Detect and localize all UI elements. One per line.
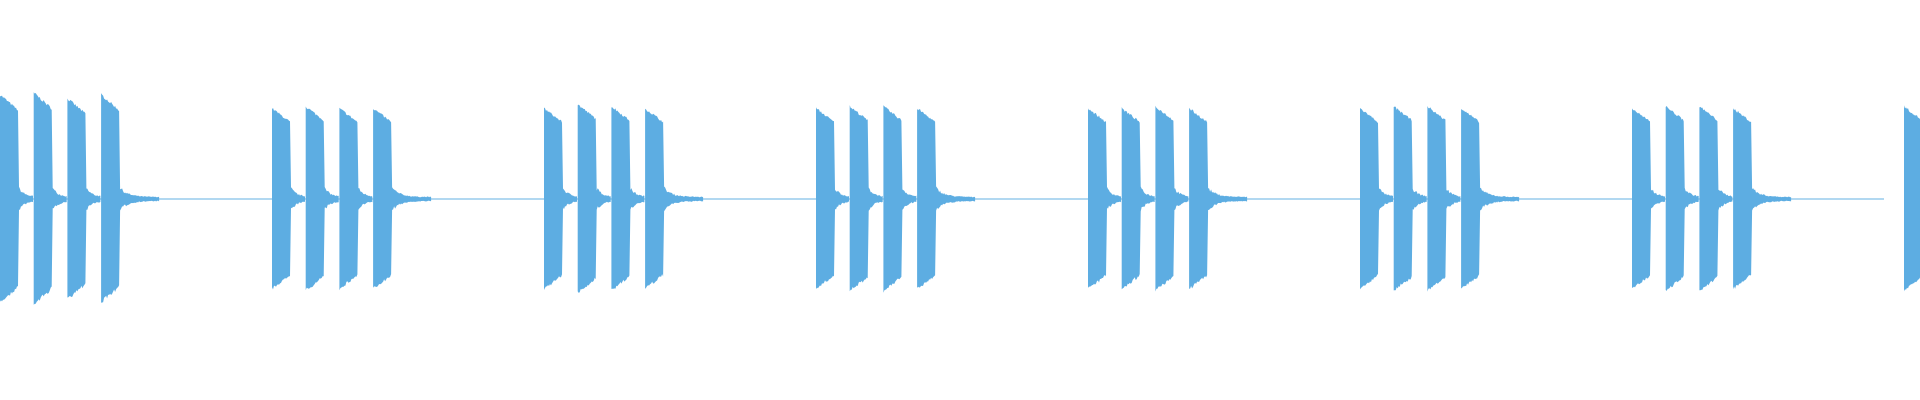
waveform-burst [1393, 106, 1427, 291]
waveform-burst [1189, 107, 1248, 289]
waveform-burst [1155, 105, 1189, 292]
waveform-burst [849, 105, 883, 292]
waveform-burst [1904, 105, 1920, 292]
waveform-burst [339, 107, 373, 291]
waveform-burst [1427, 106, 1461, 292]
waveform-burst [1699, 106, 1733, 291]
waveform-burst [67, 98, 101, 298]
waveform-burst [816, 107, 849, 290]
waveform-burst [1632, 108, 1665, 288]
waveform-burst [0, 95, 33, 302]
waveform-burst [1461, 109, 1520, 289]
waveform-burst [1360, 108, 1393, 290]
waveform-burst [272, 107, 305, 290]
waveform-burst [1121, 107, 1155, 290]
waveform-burst [577, 104, 611, 293]
waveform-burst [101, 93, 160, 303]
waveform-burst [611, 107, 645, 289]
waveform-burst [305, 106, 339, 291]
waveform-burst [544, 107, 577, 290]
waveform-burst [917, 108, 976, 288]
waveform-burst [645, 108, 704, 289]
waveform-burst [1665, 106, 1699, 291]
waveform-burst [373, 109, 432, 288]
waveform-burst [1733, 108, 1792, 290]
waveform-burst [33, 92, 67, 305]
waveform-burst [883, 105, 917, 293]
waveform-burst [1088, 108, 1121, 288]
